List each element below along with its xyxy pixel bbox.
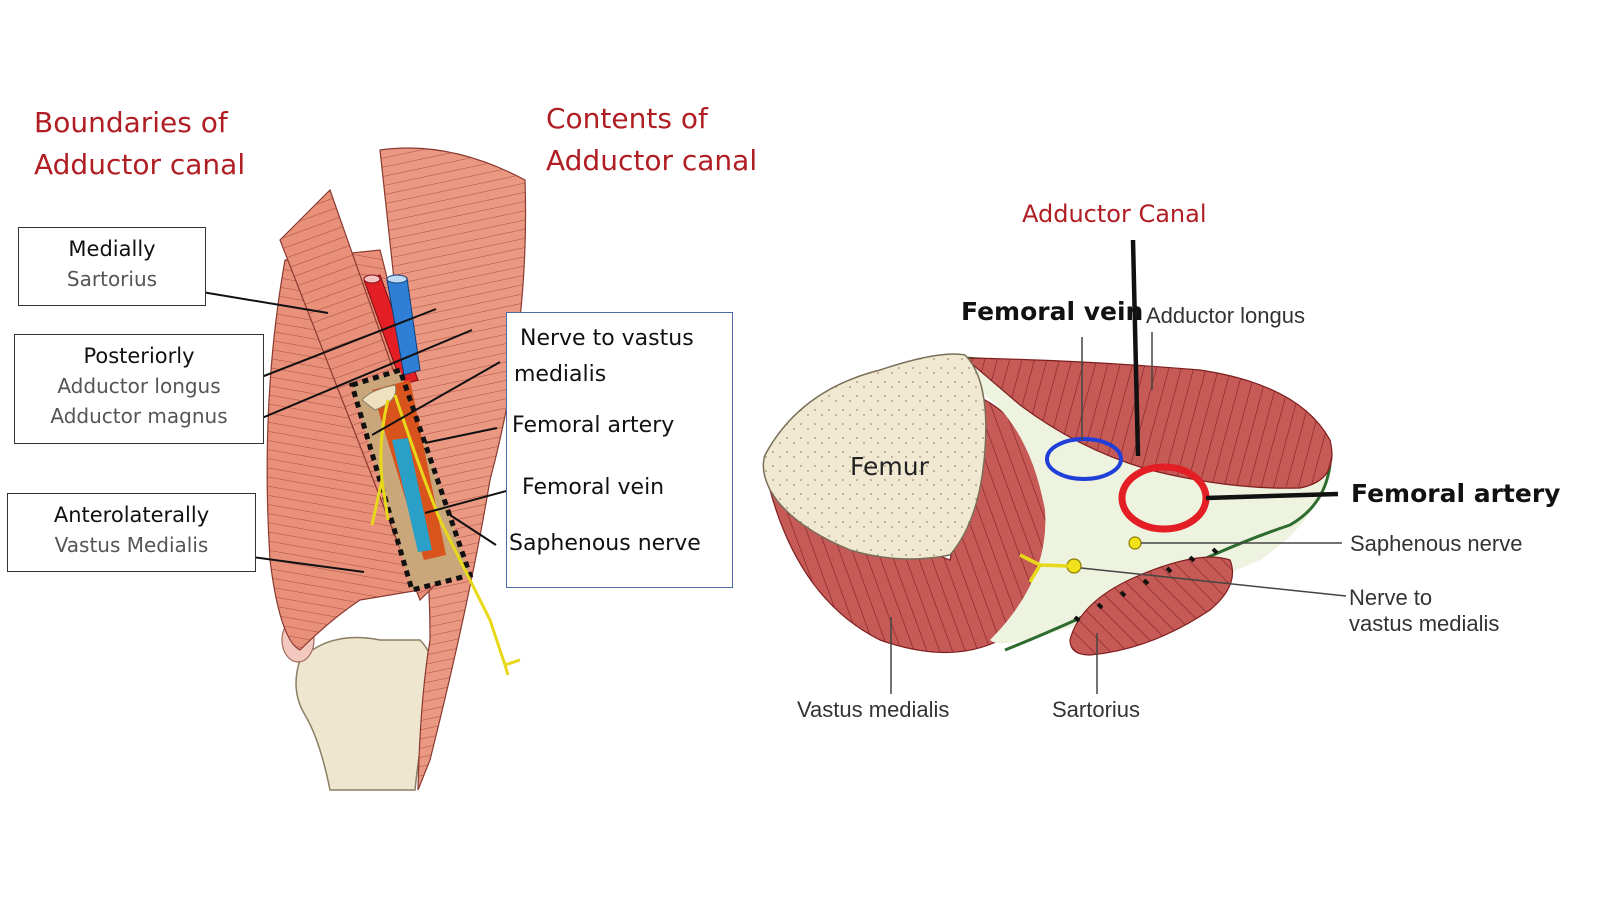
box-posteriorly: Posteriorly Adductor longus Adductor mag… — [14, 334, 264, 444]
box-anterolaterally: Anterolaterally Vastus Medialis — [7, 493, 256, 572]
vastoadductor-membrane — [1073, 547, 1219, 623]
box-posteriorly-item-1: Adductor longus — [57, 374, 221, 398]
adductor-muscle — [379, 147, 527, 791]
label-femoral-artery: Femoral artery — [1351, 479, 1561, 508]
contents-box — [506, 312, 733, 588]
label-vastus-medialis: Vastus medialis — [797, 697, 950, 722]
content-nerve-to-vastus-line1: Nerve to vastus — [520, 326, 694, 351]
box-medially-item: Sartorius — [66, 267, 158, 291]
content-femoral-artery: Femoral artery — [512, 413, 675, 438]
label-sartorius: Sartorius — [1052, 697, 1141, 722]
box-medially: Medially Sartorius — [18, 227, 206, 306]
cross-section-title: Adductor Canal — [1022, 200, 1207, 228]
canal-pointer — [1130, 239, 1141, 457]
boundaries-heading: Boundaries of Adductor canal — [34, 102, 245, 186]
contents-heading-line2: Adductor canal — [546, 144, 758, 177]
box-medially-title: Medially — [68, 237, 156, 261]
artery-pointer — [1205, 491, 1339, 501]
adductor-canal-region — [348, 366, 474, 594]
label-adductor-longus: Adductor longus — [1146, 303, 1305, 328]
saphenous-nerve-dot — [1128, 536, 1142, 550]
leader-femoral-artery — [424, 427, 498, 444]
box-anterolaterally-item: Vastus Medialis — [54, 533, 209, 557]
femoral-vein-circle — [1045, 437, 1123, 481]
sartorius-shape — [1069, 556, 1234, 656]
saphenous-nerve-path — [370, 394, 521, 676]
contents-heading-line1: Contents of — [546, 102, 708, 135]
leader-nerve-to-vm — [371, 361, 501, 436]
leader-nerve-to-vm-xs — [1080, 567, 1347, 597]
content-nerve-to-vastus-line2: medialis — [514, 362, 607, 387]
box-posteriorly-title: Posteriorly — [83, 344, 195, 368]
label-nerve-to-vm-line2: vastus medialis — [1349, 611, 1500, 636]
content-saphenous-nerve: Saphenous nerve — [509, 531, 701, 556]
leader-femoral-vein — [424, 489, 511, 514]
leader-saphenous-nerve — [449, 514, 497, 546]
label-saphenous-nerve: Saphenous nerve — [1350, 531, 1523, 556]
label-femoral-vein: Femoral vein — [961, 297, 1144, 326]
content-femoral-vein: Femoral vein — [522, 475, 665, 500]
leader-vastus-medialis — [236, 554, 365, 573]
boundaries-heading-line2: Adductor canal — [34, 148, 246, 181]
leader-adductor-magnus — [237, 329, 473, 429]
contents-heading: Contents of Adductor canal — [546, 98, 757, 182]
label-nerve-to-vm-line1: Nerve to — [1349, 585, 1433, 610]
box-posteriorly-item-2: Adductor magnus — [50, 404, 228, 428]
femur-shape — [762, 353, 987, 560]
box-anterolaterally-title: Anterolaterally — [53, 503, 210, 527]
nerve-to-vm-branches — [1019, 553, 1069, 583]
boundaries-heading-line1: Boundaries of — [34, 106, 228, 139]
adductor-longus-shape — [963, 357, 1333, 489]
label-femur: Femur — [850, 452, 929, 481]
nerve-to-vm-dot — [1066, 558, 1082, 574]
